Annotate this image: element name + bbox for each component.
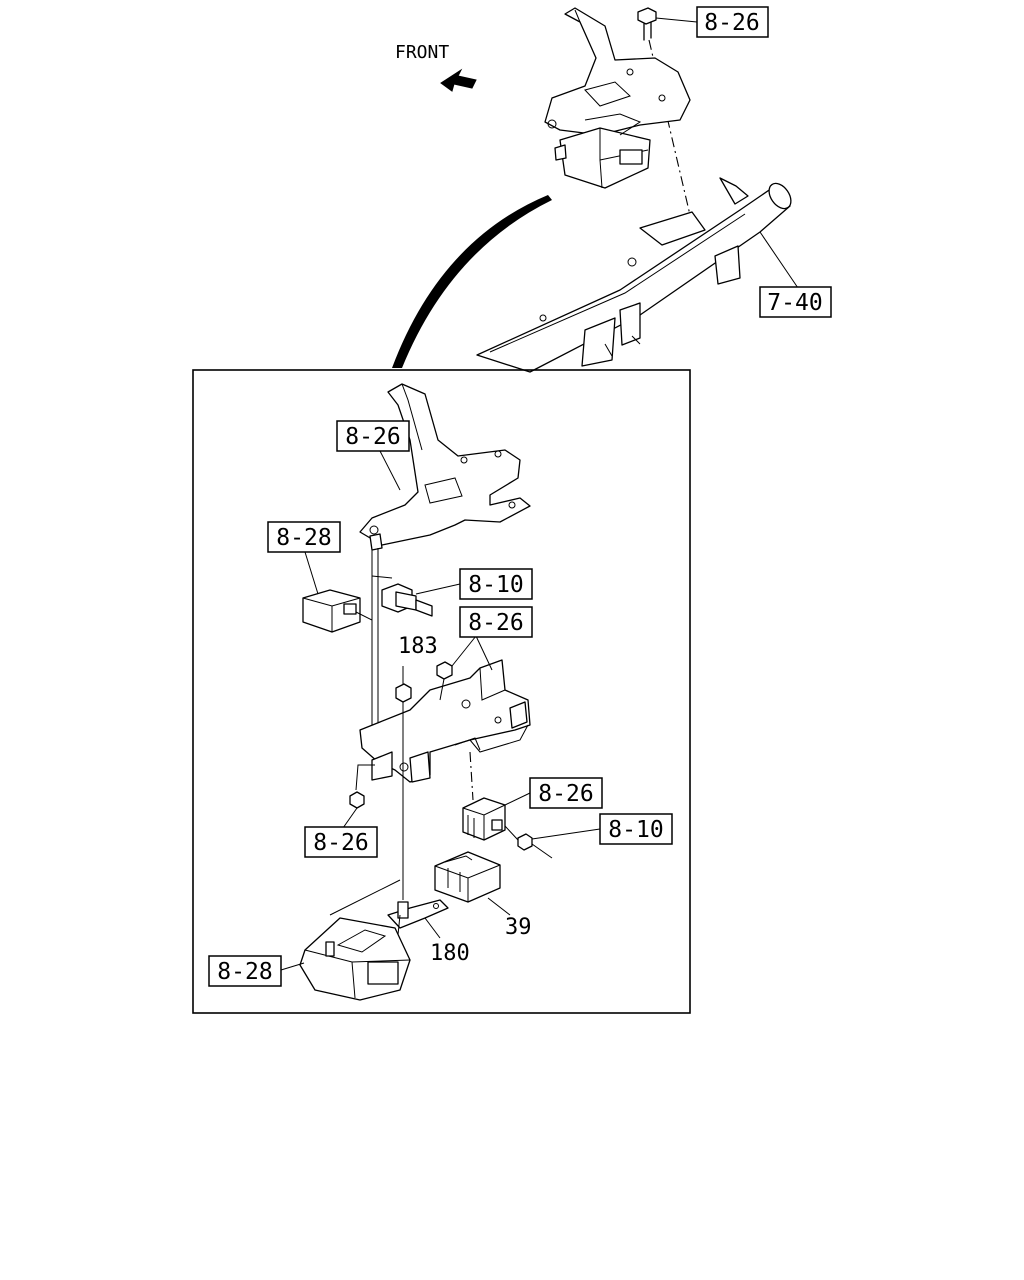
callout-box-lower-nut bbox=[304, 826, 378, 858]
callout-box-lower-relay bbox=[599, 813, 673, 845]
callout-box-upper-bracket bbox=[336, 420, 410, 452]
detail-part-180 bbox=[387, 899, 449, 929]
callout-steering-member: 7-40 bbox=[767, 290, 822, 316]
callout-upper-bracket: 8-26 bbox=[345, 424, 400, 450]
detail-part-39 bbox=[434, 851, 501, 903]
steering-member bbox=[476, 177, 792, 373]
detail-frame bbox=[192, 369, 691, 1014]
front-arrow-icon bbox=[440, 68, 477, 92]
detail-upper-relay bbox=[371, 575, 433, 617]
detail-middle-nut bbox=[436, 661, 453, 701]
callout-control-unit: 8-28 bbox=[217, 959, 272, 985]
callout-box-upper-relay bbox=[459, 568, 533, 600]
detail-left-unit bbox=[302, 589, 373, 640]
callout-left-unit: 8-28 bbox=[276, 525, 331, 551]
detail-lower-relay bbox=[504, 825, 553, 859]
detail-relay-block bbox=[462, 751, 506, 841]
callout-box-relay-block bbox=[529, 777, 603, 809]
callout-lower-relay: 8-10 bbox=[608, 817, 663, 843]
front-label: FRONT bbox=[395, 42, 449, 63]
callout-top-bolt: 8-26 bbox=[704, 10, 759, 36]
front-indicator: FRONT bbox=[395, 42, 477, 92]
label-part-183: 183 bbox=[398, 634, 438, 659]
label-part-39: 39 bbox=[505, 915, 532, 940]
label-part-180: 180 bbox=[430, 941, 470, 966]
callout-box-left-unit bbox=[267, 521, 341, 553]
callout-box-top-bolt bbox=[696, 6, 769, 38]
callout-middle-bracket: 8-26 bbox=[468, 610, 523, 636]
overview-upper-bracket bbox=[544, 7, 691, 136]
callout-relay-block: 8-26 bbox=[538, 781, 593, 807]
detail-indicator-arc bbox=[392, 195, 552, 368]
overview-module bbox=[554, 113, 651, 189]
callout-box-steering-member bbox=[759, 286, 832, 318]
callout-lower-nut: 8-26 bbox=[313, 830, 368, 856]
callout-upper-relay: 8-10 bbox=[468, 572, 523, 598]
detail-control-unit bbox=[299, 879, 411, 1001]
detail-nut-183 bbox=[395, 666, 412, 900]
callout-box-control-unit bbox=[208, 955, 282, 987]
detail-lower-nut bbox=[349, 764, 375, 809]
callout-box-middle-bracket bbox=[459, 606, 533, 638]
detail-upper-bracket bbox=[359, 383, 531, 546]
